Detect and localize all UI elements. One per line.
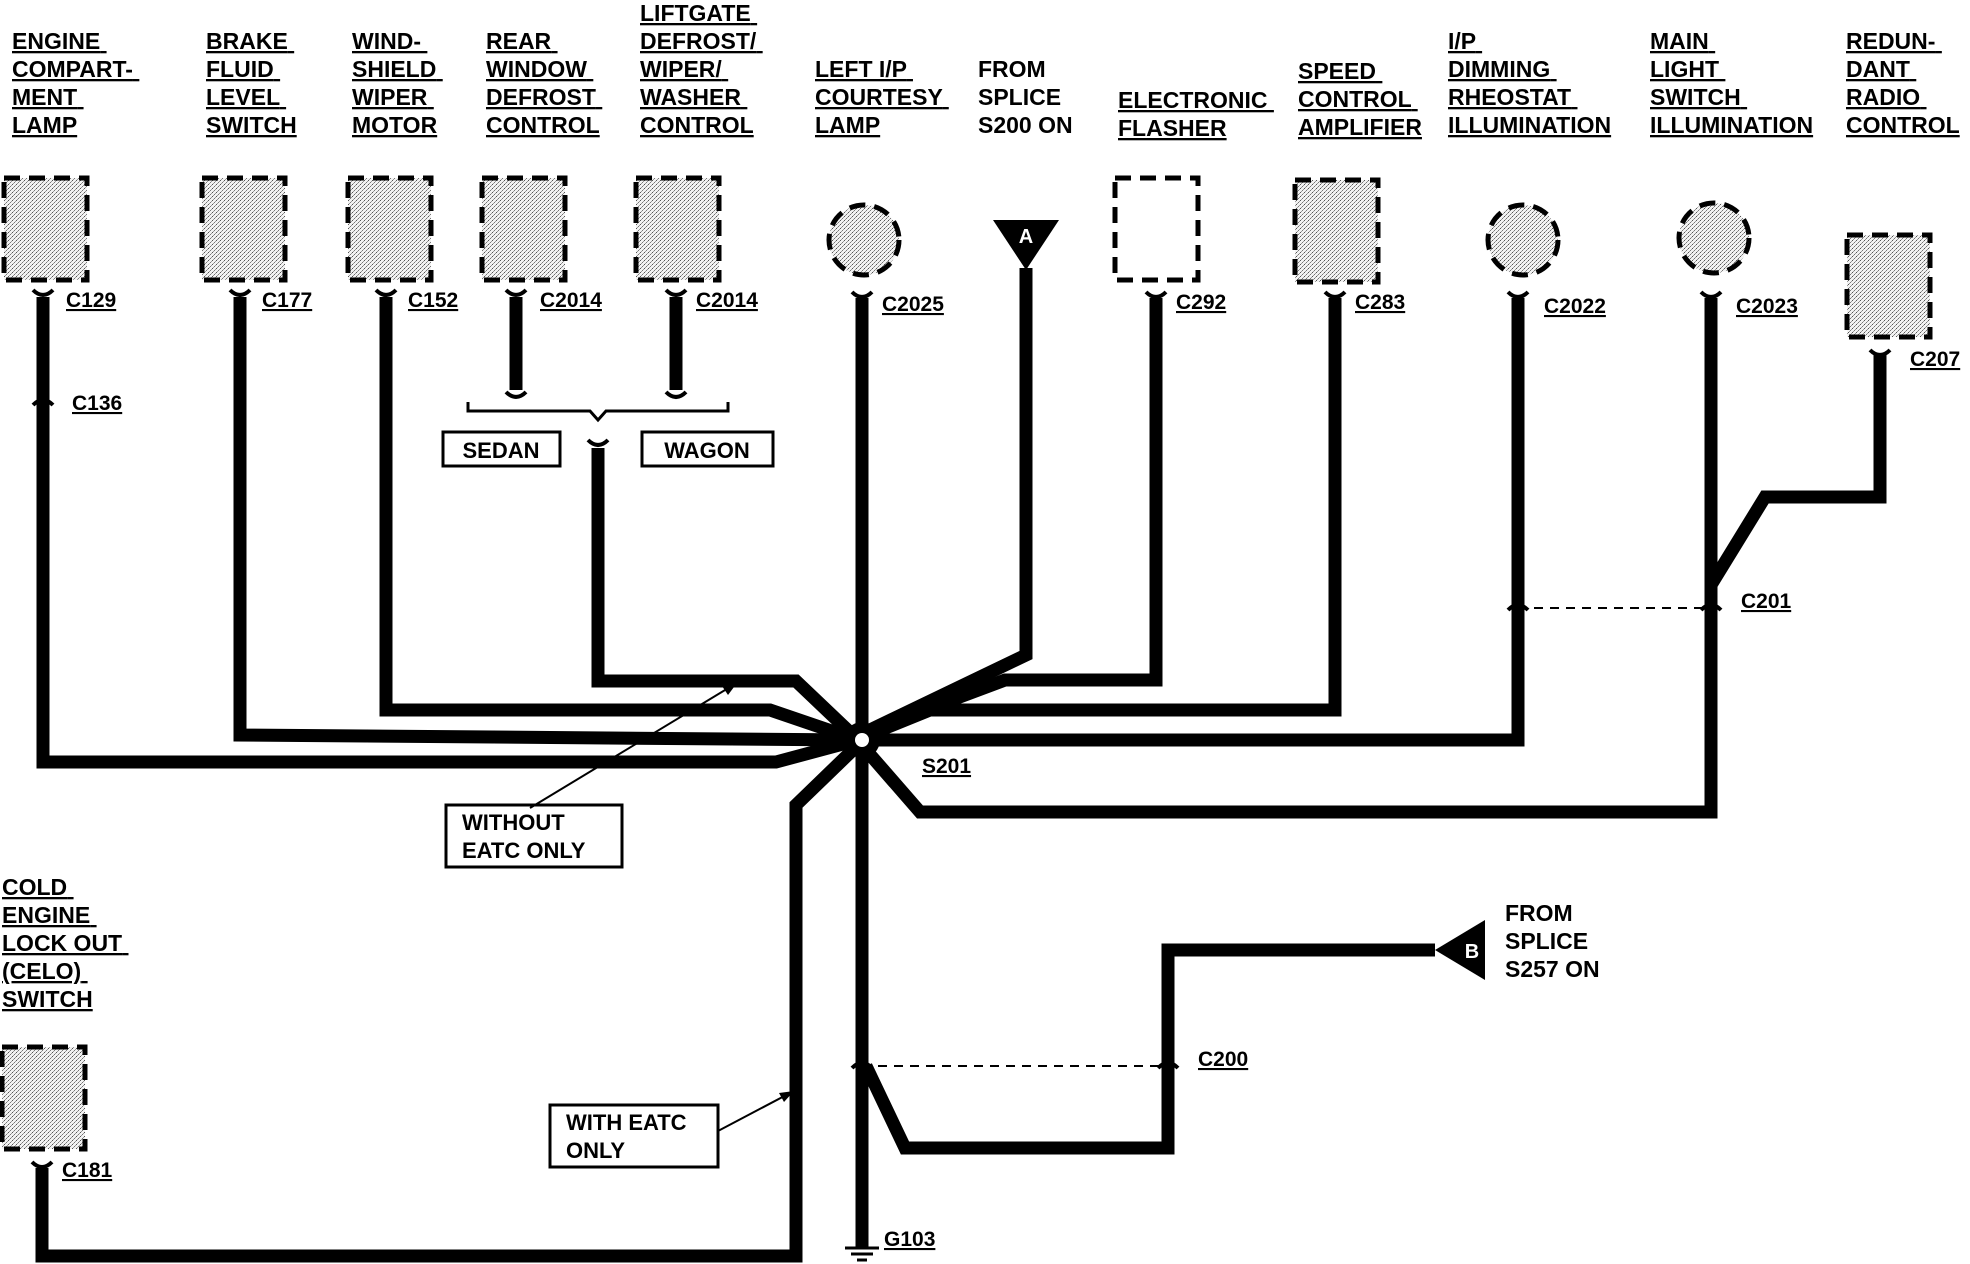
without-eatc-note-label: WITHOUT EATC ONLY: [462, 810, 586, 863]
connector-c200-label: C200: [1198, 1048, 1248, 1071]
connector-c2014-wagon-label: C2014: [696, 289, 758, 312]
connector-c2023-label: C2023: [1736, 295, 1798, 318]
connector-c2014-sedan-label: C2014: [540, 289, 602, 312]
connector-c2022-label: C2022: [1544, 295, 1606, 318]
c201-left-tick: [1506, 603, 1530, 612]
redundant-radio-control-box: [1844, 232, 1933, 340]
electronic-flasher-box: [1112, 175, 1201, 283]
brake-fluid-level-switch-box: [199, 175, 288, 283]
c181-tick: [30, 1160, 54, 1169]
wire-windshield-wiper-motor: [379, 297, 861, 747]
from-splice-s200-label: FROM SPLICE S200 ON: [978, 56, 1073, 138]
main-light-switch-circle: [1676, 200, 1752, 276]
ground-symbol: [845, 1246, 879, 1262]
electronic-flasher-label: ELECTRONIC FLASHER: [1118, 87, 1274, 141]
celo-switch-label: COLD ENGINE LOCK OUT (CELO) SWITCH: [2, 874, 129, 1012]
c200-left-tick: [850, 1061, 874, 1070]
main-light-switch-label: MAIN LIGHT SWITCH ILLUMINATION: [1650, 28, 1813, 138]
sedan-note-box: [441, 430, 562, 468]
wire-celo-switch: [35, 740, 863, 1263]
wire-brake-fluid-level-switch: [233, 297, 859, 747]
left-ip-courtesy-lamp-circle: [826, 202, 902, 278]
rear-window-defrost-control-label: REAR WINDOW DEFROST CONTROL: [486, 28, 602, 138]
c283-tick: [1323, 290, 1347, 299]
with-eatc-note-label: WITH EATC ONLY: [566, 1110, 693, 1163]
sedan-wagon-tick: [586, 438, 610, 447]
wire-engine-compartment-lamp: [36, 297, 860, 769]
c207-tick: [1868, 348, 1892, 357]
wire-from-splice-s200: [867, 268, 1033, 736]
engine-compartment-lamp-label: ENGINE COMPART- MENT LAMP: [12, 28, 139, 138]
stub-end-tick-left: [504, 390, 528, 399]
left-ip-courtesy-lamp-label: LEFT I/P COURTESY LAMP: [815, 56, 949, 138]
sedan-wagon-brace: [466, 402, 730, 423]
connector-c283-label: C283: [1355, 291, 1405, 314]
splice-s201-label: S201: [922, 755, 971, 778]
wagon-note-label: WAGON: [664, 438, 750, 463]
connector-c292-label: C292: [1176, 291, 1226, 314]
connector-c207-label: C207: [1910, 348, 1960, 371]
off-page-connector-b-label: B: [1465, 941, 1479, 963]
wire-ip-dimming-rheostat: [866, 298, 1525, 747]
connector-c129-label: C129: [66, 289, 116, 312]
c129-tick: [31, 288, 55, 297]
connector-c201-label: C201: [1741, 590, 1792, 613]
wire-speed-control-amplifier: [863, 298, 1342, 743]
component-shapes: [0, 175, 1933, 1152]
off-page-connector-a-triangle: [993, 220, 1059, 270]
speed-control-amplifier-box: [1292, 177, 1381, 285]
without-eatc-note-box: [444, 803, 624, 869]
brake-fluid-level-switch-label: BRAKE FLUID LEVEL SWITCH: [206, 28, 297, 138]
wire-main-light-switch: [861, 298, 1718, 819]
connector-c2025-label: C2025: [882, 293, 944, 316]
c2023-tick: [1699, 290, 1723, 299]
wire-redundant-radio-control: [1705, 354, 1887, 589]
with-eatc-note-box: [548, 1103, 720, 1169]
c2014-wagon-tick: [664, 288, 688, 297]
liftgate-control-label: LIFTGATE DEFROST/ WIPER/ WASHER CONTROL: [640, 0, 763, 138]
engine-compartment-lamp-box: [1, 175, 90, 283]
windshield-wiper-motor-label: WIND- SHIELD WIPER MOTOR: [352, 28, 443, 138]
connector-c181-label: C181: [62, 1159, 113, 1182]
splice-s201-node-center: [855, 733, 869, 747]
c200-right-tick: [1156, 1061, 1180, 1070]
wagon-note-box: [640, 430, 775, 468]
off-page-connector-b-triangle: [1435, 920, 1485, 980]
c152-tick: [374, 288, 398, 297]
connector-c152-label: C152: [408, 289, 458, 312]
c2025-tick: [850, 290, 874, 299]
from-splice-s257-label: FROM SPLICE S257 ON: [1505, 900, 1600, 982]
wire-c200-branch: [860, 943, 1435, 1155]
ground-g103-label: G103: [884, 1228, 935, 1251]
redundant-radio-control-label: REDUN- DANT RADIO CONTROL: [1846, 28, 1960, 138]
off-page-connector-a-label: A: [1019, 226, 1033, 248]
note-leader-arrows: [529, 683, 794, 1132]
wires: [35, 268, 1887, 1263]
c177-tick: [228, 288, 252, 297]
stub-end-tick-right: [664, 390, 688, 399]
c201-right-tick: [1699, 603, 1723, 612]
liftgate-control-box: [633, 175, 722, 283]
celo-switch-box: [0, 1044, 88, 1152]
rear-window-defrost-control-box: [479, 175, 568, 283]
connector-ticks: [30, 288, 1892, 1169]
connector-c177-label: C177: [262, 289, 312, 312]
ip-dimming-rheostat-circle: [1485, 202, 1561, 278]
c2014-sedan-tick: [504, 288, 528, 297]
speed-control-amplifier-label: SPEED CONTROL AMPLIFIER: [1298, 58, 1422, 140]
sedan-note-label: SEDAN: [462, 438, 539, 463]
ip-dimming-rheostat-label: I/P DIMMING RHEOSTAT ILLUMINATION: [1448, 28, 1611, 138]
windshield-wiper-motor-box: [345, 175, 434, 283]
c292-tick: [1144, 290, 1168, 299]
c136-tick: [31, 398, 55, 407]
wire-sedan-wagon-common: [591, 448, 863, 745]
connector-c136-label: C136: [72, 392, 122, 415]
c2022-tick: [1506, 290, 1530, 299]
